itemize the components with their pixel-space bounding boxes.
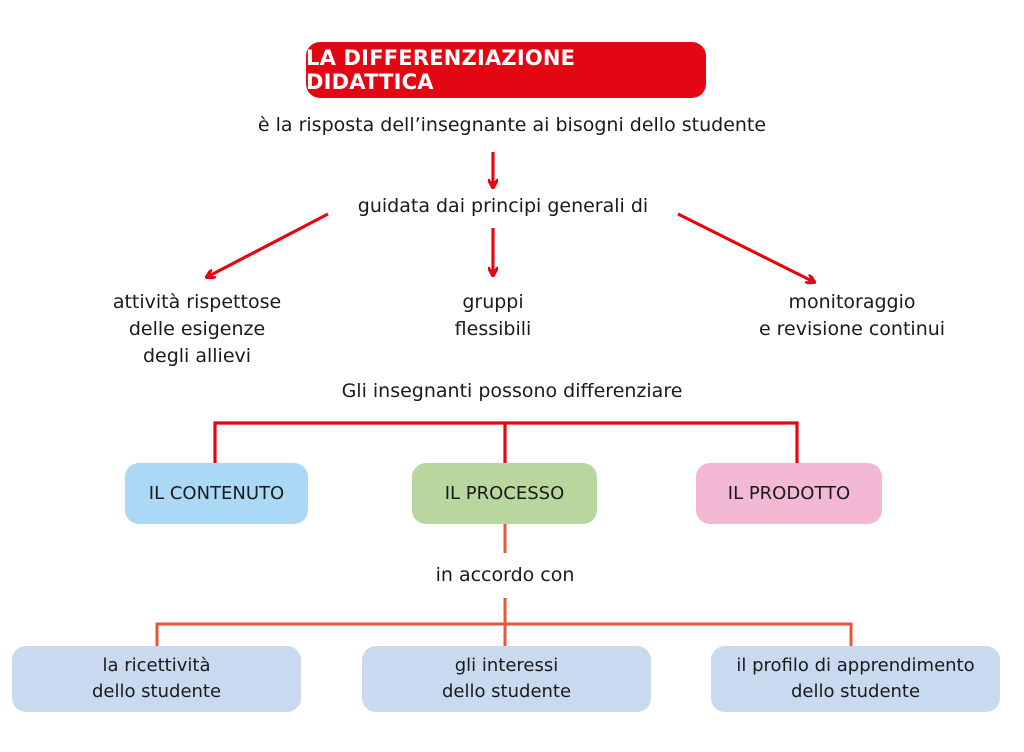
- principle-line: e revisione continui: [758, 318, 946, 340]
- guided-by-text: guidata dai principi generali di: [357, 195, 649, 217]
- factor-box-learning-profile: il profilo di apprendimento dello studen…: [711, 646, 1000, 712]
- arrow-to-principle-left: [207, 212, 329, 277]
- factor-box-receptivity: la ricettività dello studente: [12, 646, 301, 712]
- principle-line: attività rispettose: [112, 291, 282, 313]
- factor-line: dello studente: [91, 681, 222, 702]
- aspect-box-content: IL CONTENUTO: [125, 463, 308, 524]
- principle-line: degli allievi: [142, 345, 252, 367]
- factor-line: dello studente: [790, 681, 921, 702]
- principle-respectful-activities: attività rispettose delle esigenze degli…: [72, 289, 322, 370]
- arrow-to-principle-right: [677, 212, 814, 282]
- aspect-label: IL CONTENUTO: [148, 482, 285, 504]
- aspect-label: IL PRODOTTO: [727, 482, 851, 504]
- factor-line: la ricettività: [102, 655, 211, 676]
- principle-line: delle esigenze: [128, 318, 266, 340]
- factor-line: dello studente: [441, 681, 572, 702]
- factor-line: gli interessi: [454, 655, 559, 676]
- factor-box-interests: gli interessi dello studente: [362, 646, 651, 712]
- principle-line: monitoraggio: [788, 291, 916, 313]
- principle-line: flessibili: [454, 318, 532, 340]
- title-box: LA DIFFERENZIAZIONE DIDATTICA: [306, 42, 706, 98]
- definition-text: è la risposta dell’insegnante ai bisogni…: [257, 114, 767, 136]
- page-title: LA DIFFERENZIAZIONE DIDATTICA: [306, 46, 576, 94]
- aspect-label: IL PROCESSO: [444, 482, 565, 504]
- aspect-box-product: IL PRODOTTO: [696, 463, 882, 524]
- aspect-box-process: IL PROCESSO: [412, 463, 597, 524]
- can-differentiate-text: Gli insegnanti possono differenziare: [341, 380, 683, 402]
- principle-line: gruppi: [462, 291, 524, 313]
- principle-flexible-groups: gruppi flessibili: [418, 289, 568, 343]
- factor-line: il profilo di apprendimento: [736, 655, 975, 676]
- according-to-text: in accordo con: [435, 564, 575, 586]
- principle-monitoring: monitoraggio e revisione continui: [722, 289, 982, 343]
